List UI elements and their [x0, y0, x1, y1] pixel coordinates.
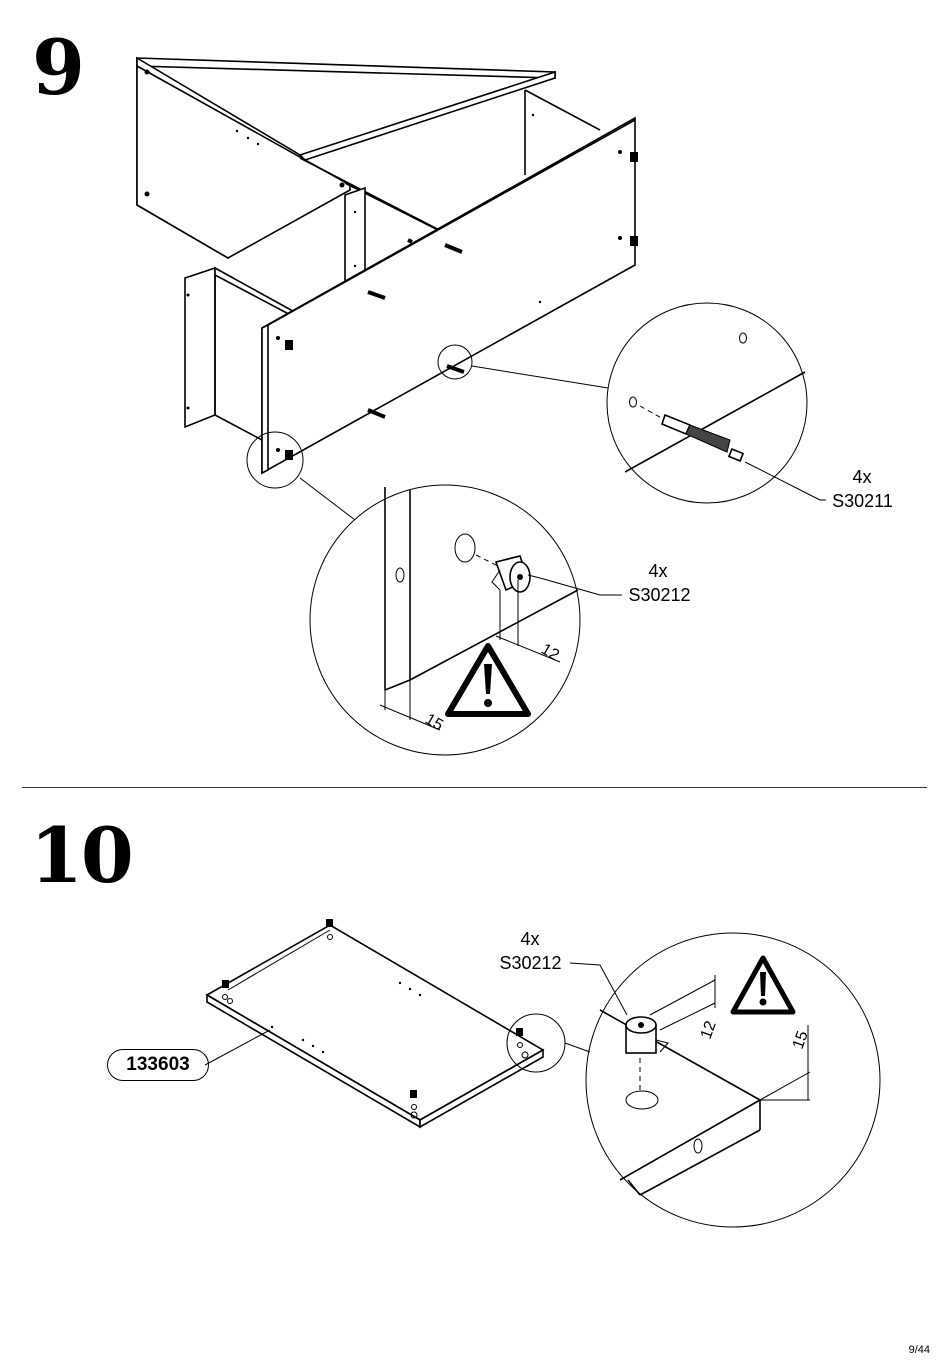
dim-12-step10: 12 — [698, 1019, 720, 1042]
part-number-label: 133603 — [107, 1049, 209, 1081]
callout-code-s30212-step10: S30212 — [493, 954, 568, 972]
callout-qty-s30212-step10: 4x — [508, 930, 552, 948]
board-step10 — [207, 919, 543, 1127]
callout-code-s30212: S30212 — [622, 586, 697, 604]
dim-15-step10: 15 — [790, 1029, 812, 1052]
warning-icon — [448, 646, 528, 714]
callout-code-s30211: S30211 — [825, 492, 900, 510]
callout-qty-s30211: 4x — [840, 468, 884, 486]
page-number: 9/44 — [909, 1344, 930, 1356]
dim-15-step9: 15 — [422, 711, 446, 735]
cabinet-assembly-step9 — [137, 58, 638, 473]
detail-circle-cam — [310, 485, 580, 755]
callout-qty-s30212: 4x — [636, 562, 680, 580]
warning-icon-10 — [733, 958, 793, 1012]
detail-circle-dowel — [607, 303, 807, 503]
